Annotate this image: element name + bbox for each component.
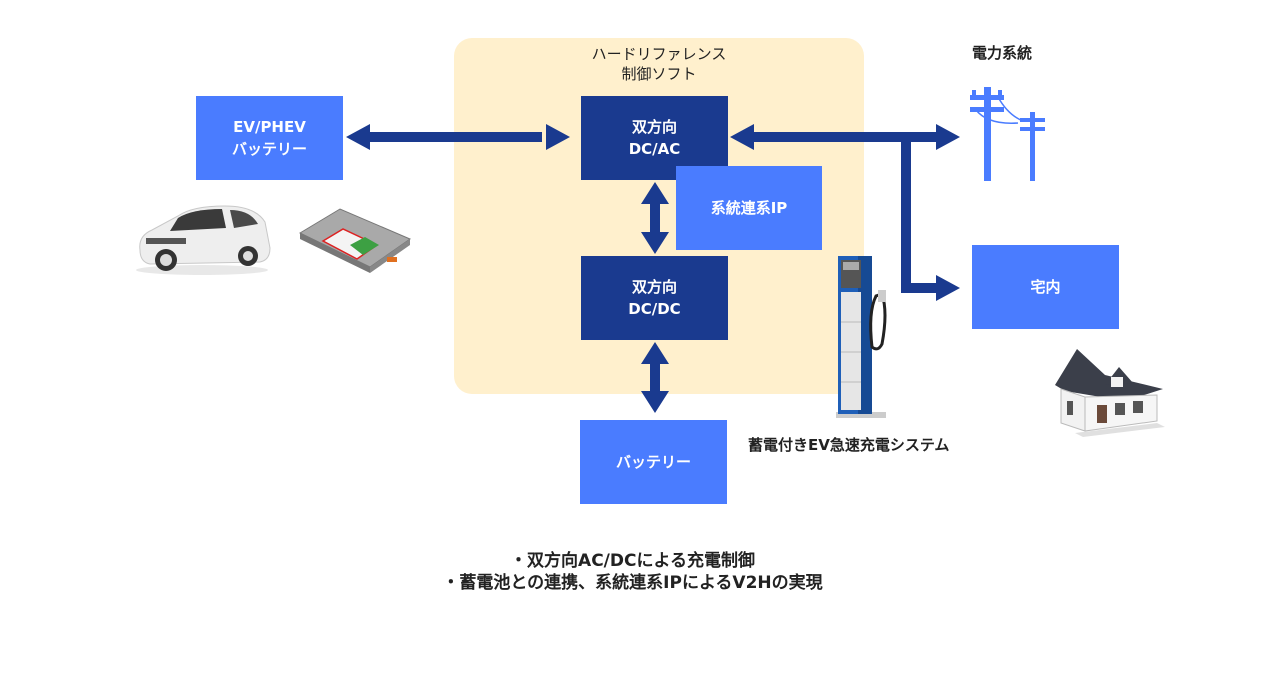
utility-pole-icon — [970, 87, 1045, 181]
home-box: 宅内 — [972, 245, 1119, 329]
arrow-dcac-grid — [730, 124, 960, 150]
arrow-branch-home — [901, 137, 960, 301]
ev-phev-battery-box: EV/PHEV バッテリー — [196, 96, 343, 180]
feature-note-2: ・蓄電池との連携、系統連系IPによるV2Hの実現 — [442, 573, 823, 593]
grid-connection-ip-box: 系統連系IP — [676, 166, 822, 250]
bidirectional-dcdc-box: 双方向 DC/DC — [581, 256, 728, 340]
panel-title-line2: 制御ソフト — [621, 65, 697, 83]
arrow-dcdc-battery — [641, 342, 669, 413]
panel-title-line1: ハードリファレンス — [591, 45, 727, 63]
ev-charger-icon — [836, 256, 887, 418]
house-icon — [1055, 349, 1165, 437]
arrow-dcac-dcdc — [641, 182, 669, 254]
arrow-ev-dcac — [346, 124, 570, 150]
feature-note-1: ・双方向AC/DCによる充電制御 — [510, 551, 755, 571]
power-grid-label: 電力系統 — [972, 44, 1033, 62]
battery-pack-icon — [298, 208, 412, 273]
battery-box: バッテリー — [580, 420, 727, 504]
charger-system-label: 蓄電付きEV急速充電システム — [748, 436, 950, 454]
panel-title: ハードリファレンス 制御ソフト — [454, 44, 864, 84]
feature-notes: ・双方向AC/DCによる充電制御 ・蓄電池との連携、系統連系IPによるV2Hの実… — [0, 550, 1265, 594]
car-icon — [136, 205, 271, 275]
